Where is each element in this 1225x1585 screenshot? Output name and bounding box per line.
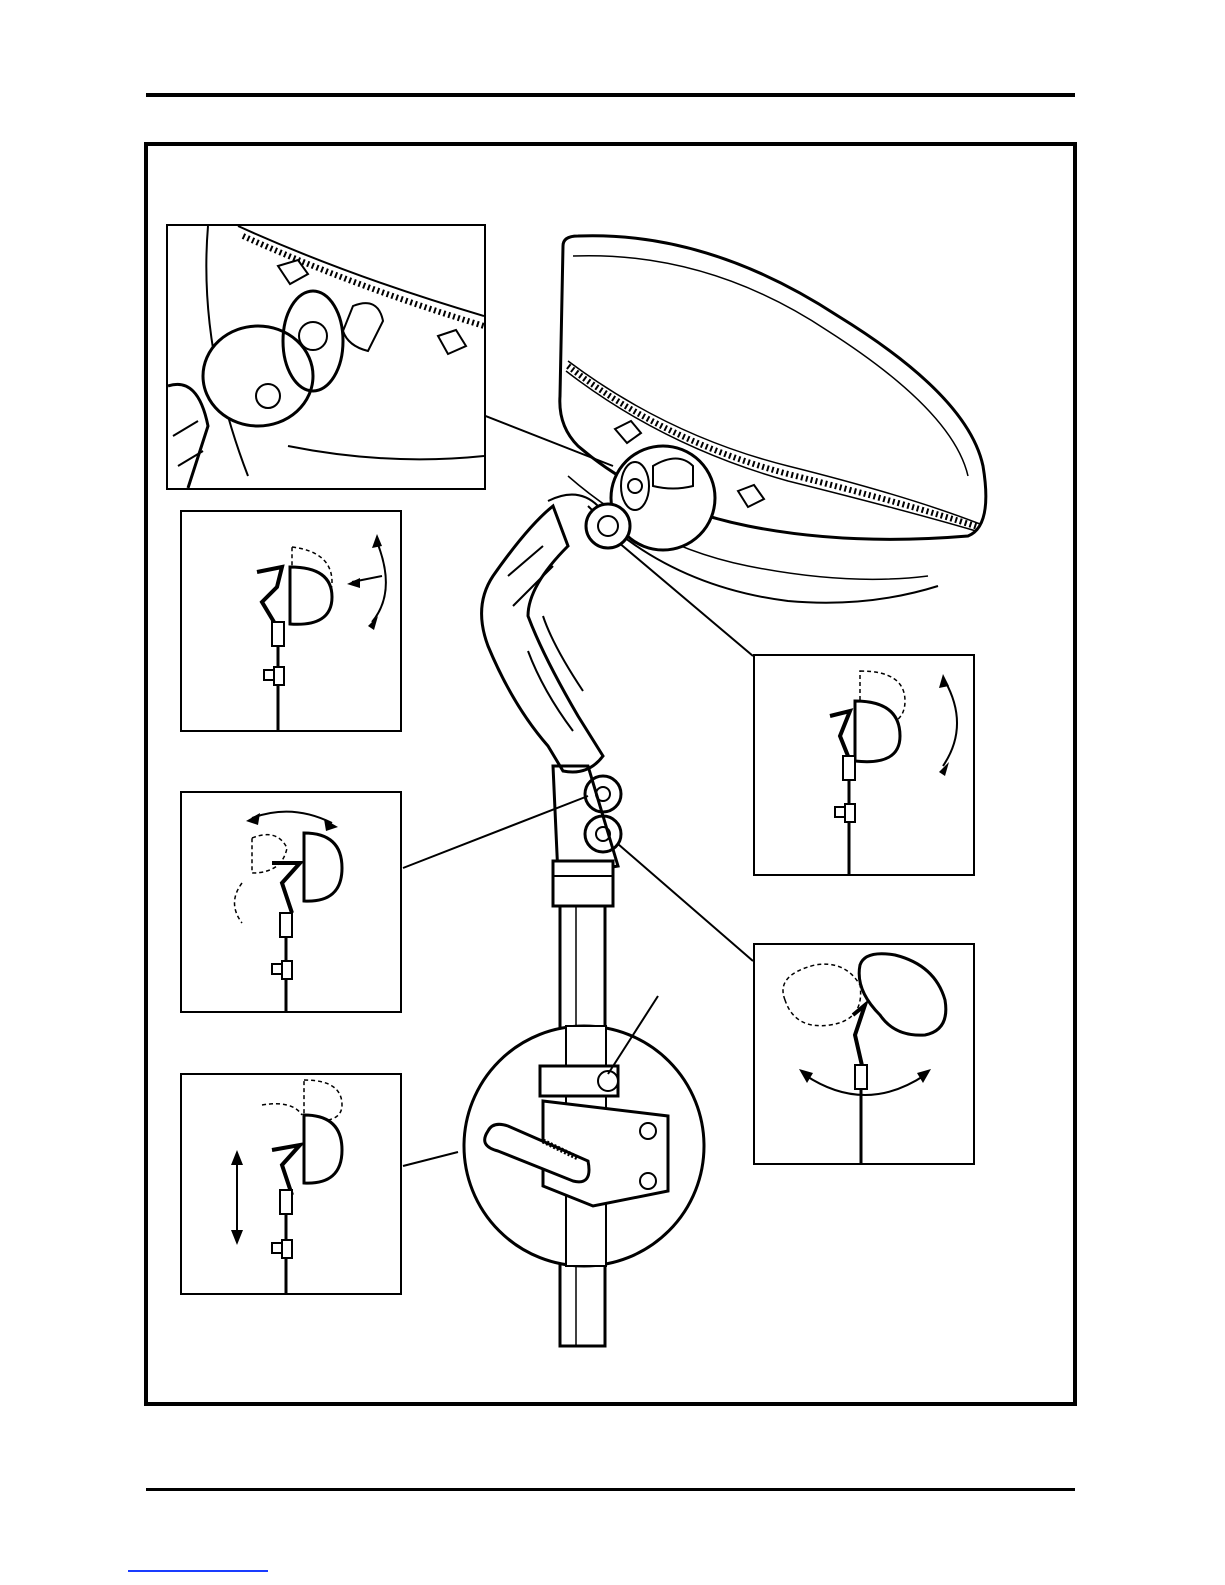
figure-frame: [144, 142, 1077, 1406]
rotate-tilt-illustration: [182, 512, 400, 730]
vertical-tilt-panel: [753, 654, 975, 876]
hardware-closeup-panel: [166, 224, 486, 490]
footer-link-underline[interactable]: [128, 1570, 268, 1572]
height-adjust-illustration: [182, 1075, 400, 1293]
rotate-tilt-panel: [180, 510, 402, 732]
arm-angle-illustration: [182, 793, 400, 1011]
header-rule: [146, 93, 1075, 97]
swivel-panel: [753, 943, 975, 1165]
vertical-tilt-illustration: [755, 656, 973, 874]
footer-rule: [146, 1488, 1075, 1491]
arm-angle-panel: [180, 791, 402, 1013]
hardware-closeup-illustration: [168, 226, 484, 488]
swivel-illustration: [755, 945, 973, 1163]
height-adjust-panel: [180, 1073, 402, 1295]
